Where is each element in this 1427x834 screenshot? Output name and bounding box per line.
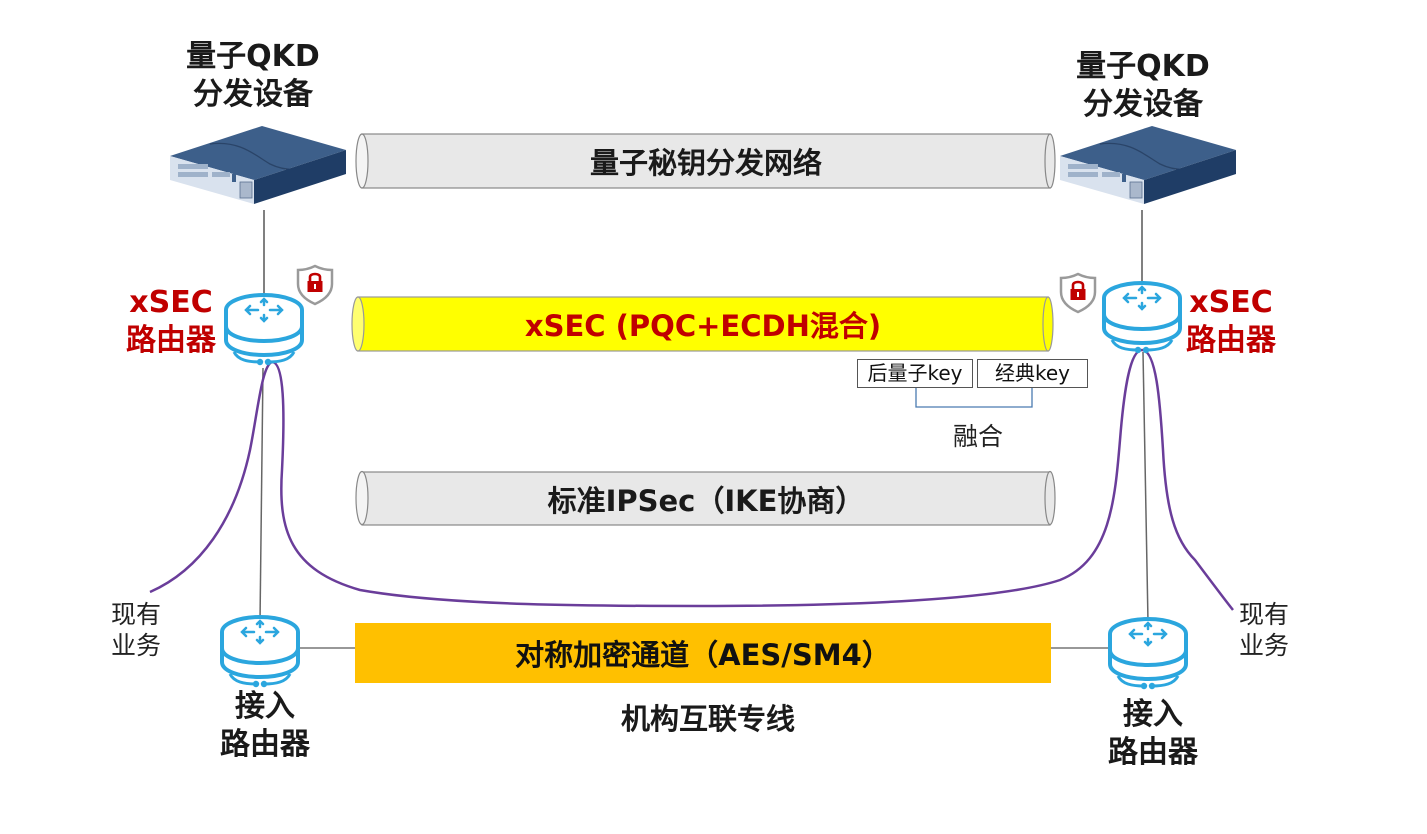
xsec-router-right-label-line1: xSEC — [1189, 285, 1273, 320]
ipsec-tunnel-label: 标准IPSec（IKE协商） — [547, 483, 865, 518]
xsec-router-right-icon — [1102, 281, 1182, 356]
xsec-to-access-link-right — [1142, 351, 1149, 623]
classic-key-box: 经典key — [977, 359, 1088, 388]
existing-service-right-line2: 业务 — [1238, 631, 1289, 660]
access-router-right-label-line2: 路由器 — [1108, 735, 1198, 770]
qkd-device-left-label: 量子QKD 分发设备 — [160, 38, 346, 114]
xsec-pipe — [351, 296, 1054, 352]
symmetric-channel-bar — [355, 623, 1051, 683]
symmetric-channel-label: 对称加密通道（AES/SM4） — [515, 638, 891, 672]
xsec-router-right-label: xSEC 路由器 — [1172, 284, 1290, 360]
xsec-tunnel-label: xSEC (PQC+ECDH混合) — [524, 309, 882, 343]
xsec-to-access-link-left — [259, 367, 264, 623]
xsec-tunnel: xSEC (PQC+ECDH混合) — [358, 297, 1048, 351]
xsec-router-left-icon — [224, 293, 304, 368]
service-path-left-in — [149, 360, 701, 608]
existing-service-right-line1: 现有 — [1238, 600, 1289, 629]
access-router-left-label-line1: 接入 — [235, 689, 295, 724]
symmetric-channel: 对称加密通道（AES/SM4） — [355, 623, 1051, 683]
qkd-device-left-label-line1: 量子QKD — [186, 39, 320, 74]
dedicated-line-label: 机构互联专线 — [620, 702, 795, 736]
existing-service-left-line2: 业务 — [110, 631, 161, 660]
xsec-router-left-label-line1: xSEC — [129, 285, 213, 320]
ipsec-tunnel: 标准IPSec（IKE协商） — [362, 472, 1050, 525]
existing-service-left-line1: 现有 — [110, 600, 161, 629]
xsec-router-left-label: xSEC 路由器 — [112, 284, 230, 360]
access-router-left-label-line2: 路由器 — [220, 727, 310, 762]
qkd-device-right-label-line1: 量子QKD — [1076, 49, 1210, 84]
pq-key-box: 后量子key — [857, 359, 973, 388]
existing-service-left-label: 现有 业务 — [104, 599, 168, 661]
qkd-network-tunnel: 量子秘钥分发网络 — [362, 134, 1050, 188]
xsec-router-left-label-line2: 路由器 — [126, 323, 216, 358]
shield-lock-icon — [1059, 272, 1097, 314]
service-path-bridge — [699, 348, 1143, 608]
qkd-device-left-label-line2: 分发设备 — [193, 77, 313, 112]
qkd-device-right-label: 量子QKD 分发设备 — [1050, 48, 1236, 124]
access-router-right-label: 接入 路由器 — [1088, 696, 1218, 772]
qkd-network-pipe — [355, 133, 1056, 189]
shield-lock-icon — [296, 264, 334, 306]
qkd-device-right-label-line2: 分发设备 — [1083, 87, 1203, 122]
xsec-router-right-label-line2: 路由器 — [1186, 323, 1276, 358]
qkd-network-label: 量子秘钥分发网络 — [589, 146, 822, 180]
fusion-label: 融合 — [952, 422, 1003, 451]
access-router-right-label-line1: 接入 — [1123, 697, 1183, 732]
access-router-left-icon — [220, 615, 300, 690]
key-fusion-bracket — [915, 387, 1033, 408]
access-router-left-label: 接入 路由器 — [200, 688, 330, 764]
service-path-right-out — [1141, 348, 1234, 611]
existing-service-right-label: 现有 业务 — [1232, 599, 1296, 661]
ipsec-pipe — [355, 470, 1056, 526]
access-router-right-icon — [1108, 617, 1188, 692]
